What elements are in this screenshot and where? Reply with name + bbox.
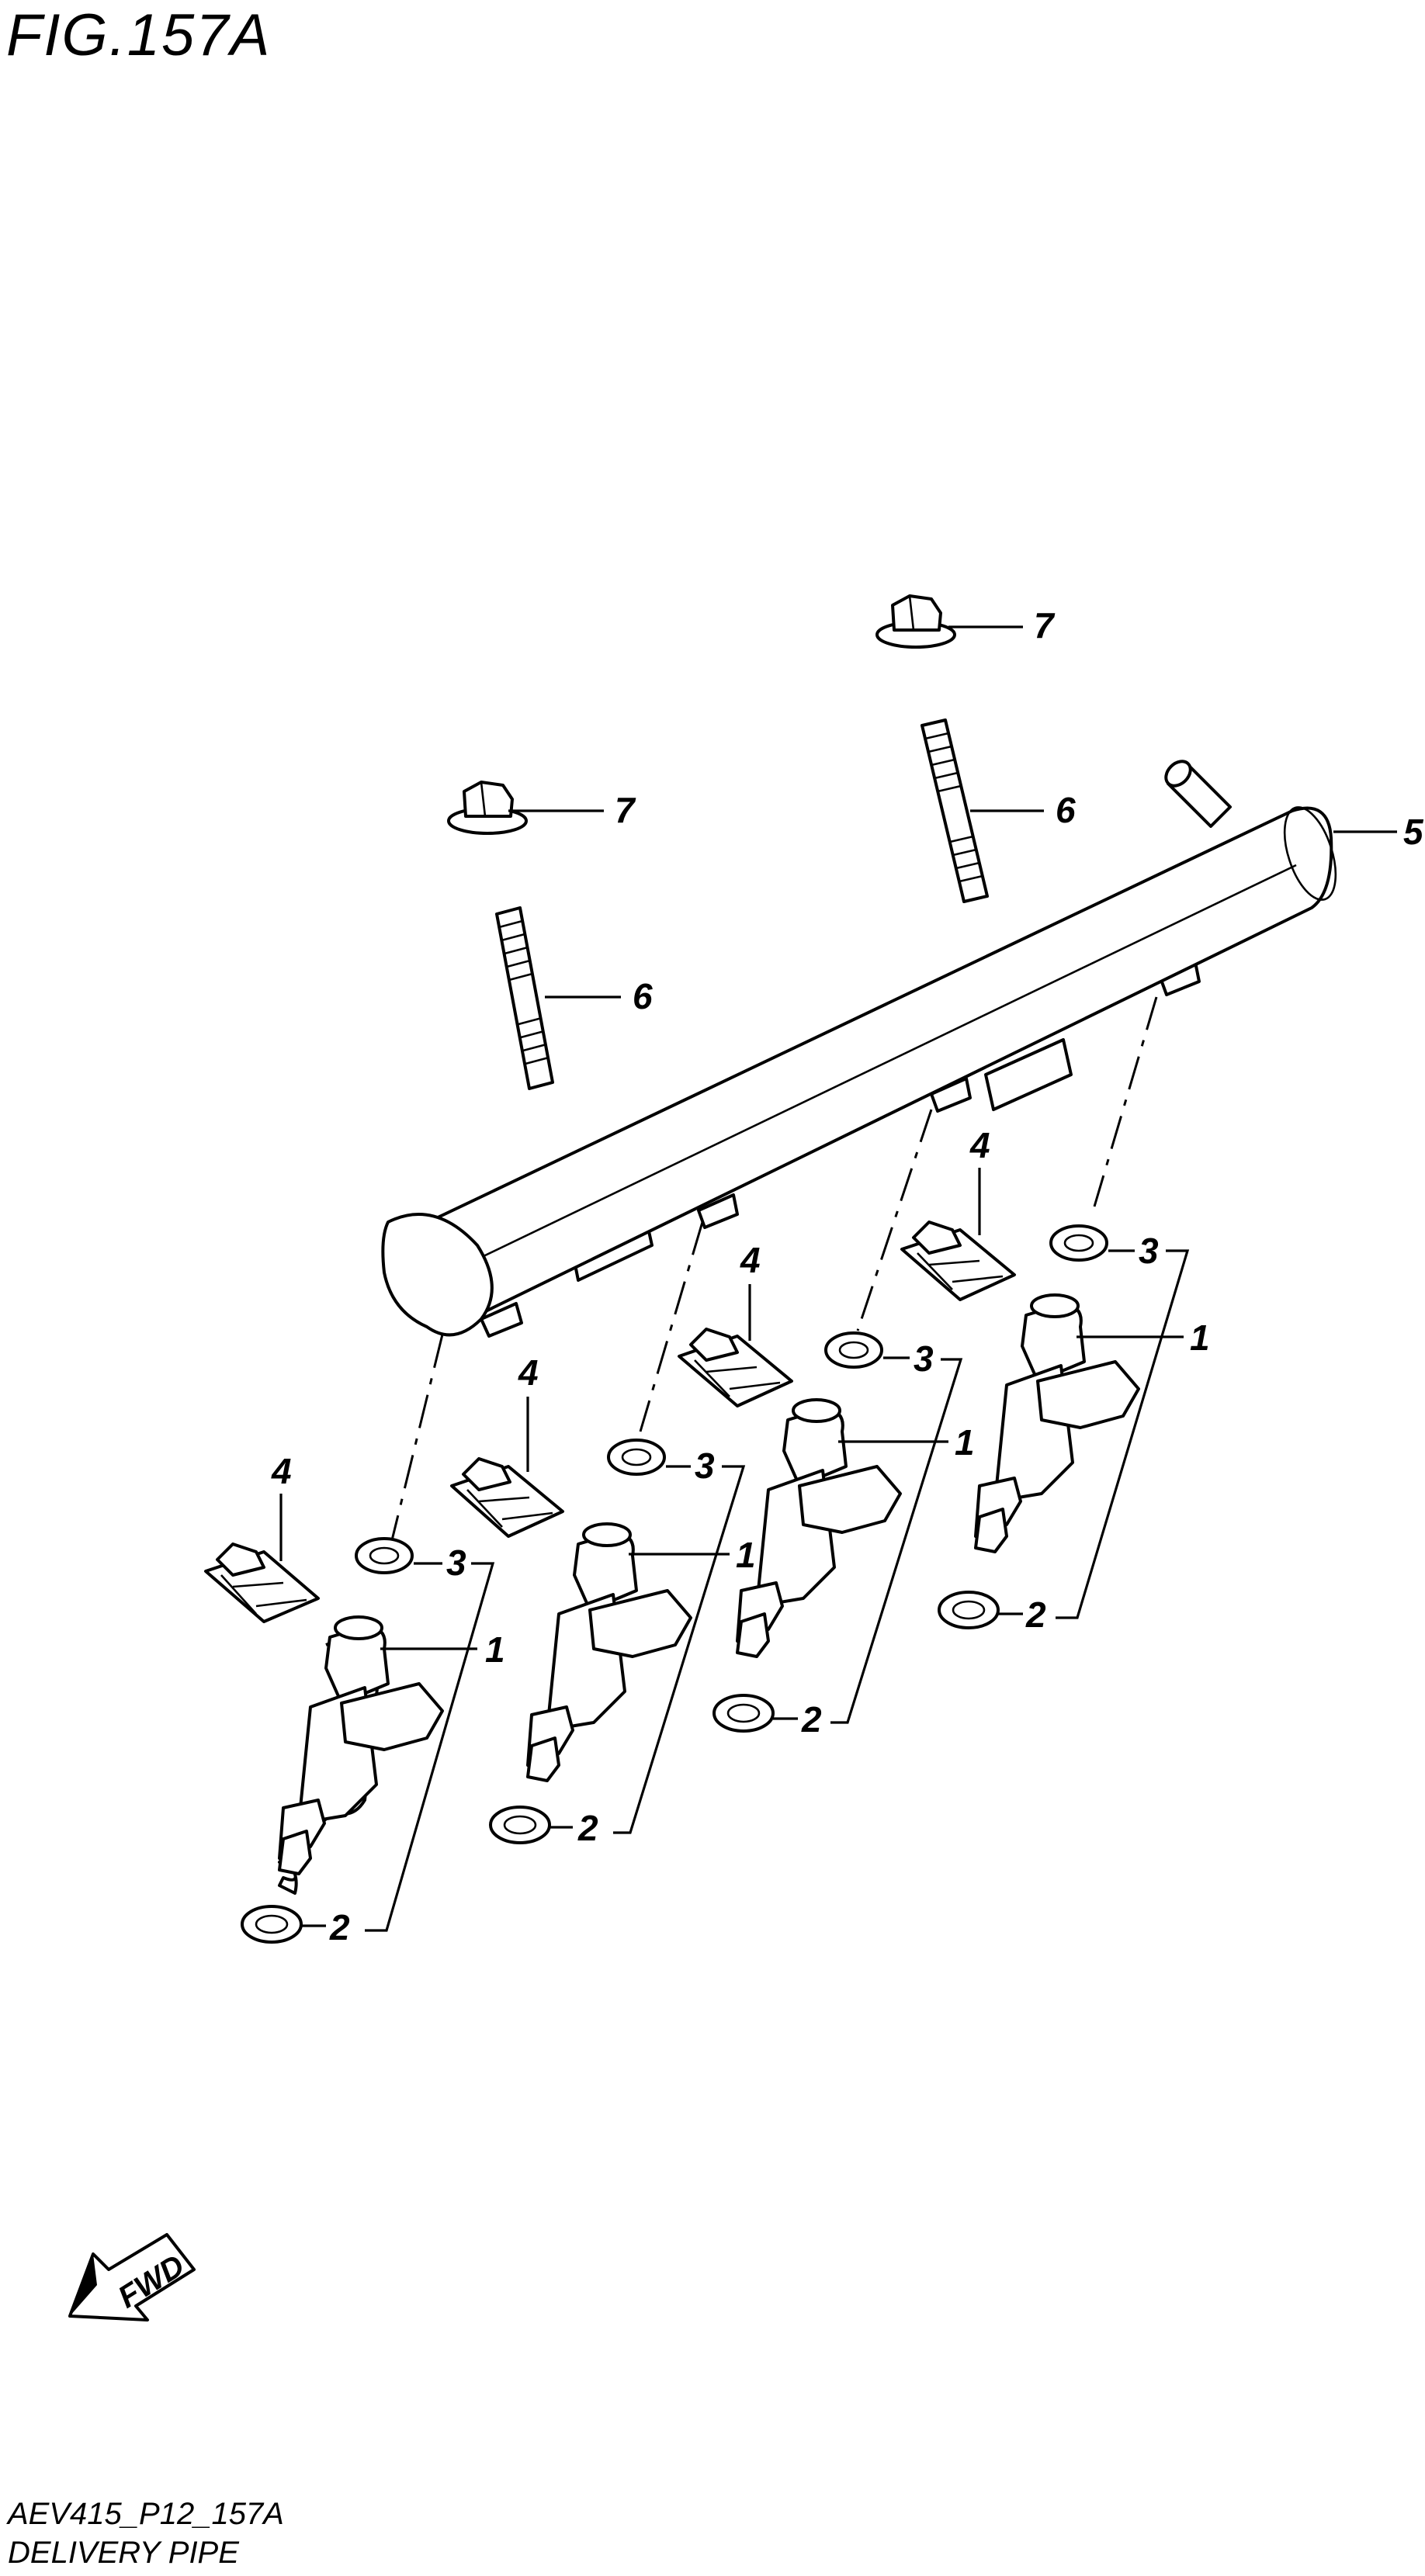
callout-3-a: 3 bbox=[446, 1542, 466, 1583]
diagram-code: AEV415_P12_157A bbox=[8, 2497, 284, 2531]
leader-lines bbox=[279, 625, 1397, 1932]
callout-3-c: 3 bbox=[914, 1338, 934, 1379]
callout-1-a: 1 bbox=[485, 1629, 505, 1670]
callout-1-b: 1 bbox=[736, 1535, 756, 1575]
forward-direction-arrow: FWD bbox=[68, 2233, 196, 2322]
callout-1-d: 1 bbox=[1190, 1317, 1210, 1358]
stud-bolt-left bbox=[495, 906, 554, 1090]
delivery-pipe bbox=[381, 760, 1337, 1338]
callout-4-a: 4 bbox=[271, 1451, 292, 1491]
callout-3-b: 3 bbox=[695, 1446, 715, 1486]
diagram-name: DELIVERY PIPE bbox=[8, 2536, 239, 2570]
o-ring-lower-2 bbox=[489, 1806, 551, 1844]
callout-2-a: 2 bbox=[329, 1907, 350, 1948]
injector-clip-3 bbox=[678, 1328, 793, 1407]
fuel-injector-2 bbox=[526, 1522, 692, 1782]
figure-title: FIG.157A bbox=[6, 2, 272, 68]
callout-4-d: 4 bbox=[969, 1125, 990, 1165]
callout-6-right: 6 bbox=[1056, 790, 1076, 830]
callout-7-right: 7 bbox=[1034, 605, 1056, 646]
o-ring-upper-3 bbox=[824, 1331, 883, 1369]
callout-2-d: 2 bbox=[1025, 1594, 1046, 1635]
o-ring-upper-2 bbox=[607, 1439, 666, 1476]
injector-clip-1 bbox=[204, 1542, 320, 1623]
flange-nut-right bbox=[875, 594, 956, 649]
o-ring-lower-1 bbox=[241, 1905, 303, 1944]
fuel-injector-4 bbox=[974, 1293, 1140, 1553]
o-ring-upper-4 bbox=[1049, 1224, 1108, 1262]
flange-nut-left bbox=[447, 781, 528, 835]
callout-4-c: 4 bbox=[740, 1240, 761, 1280]
fuel-injector-1 bbox=[278, 1615, 444, 1895]
callout-2-c: 2 bbox=[801, 1699, 822, 1740]
callout-6-left: 6 bbox=[633, 976, 653, 1016]
injector-clip-2 bbox=[450, 1457, 564, 1538]
callout-5: 5 bbox=[1403, 812, 1424, 852]
injector-clip-4 bbox=[900, 1220, 1016, 1301]
callout-2-b: 2 bbox=[577, 1808, 598, 1848]
callout-7-left: 7 bbox=[615, 790, 636, 830]
callout-4-b: 4 bbox=[518, 1352, 539, 1393]
o-ring-lower-3 bbox=[712, 1694, 775, 1733]
callout-3-d: 3 bbox=[1139, 1231, 1159, 1271]
o-ring-upper-1 bbox=[355, 1537, 414, 1574]
assembly-center-lines bbox=[390, 996, 1158, 1541]
o-ring-lower-4 bbox=[938, 1591, 1000, 1629]
callout-1-c: 1 bbox=[955, 1422, 975, 1463]
fuel-injector-3 bbox=[736, 1398, 902, 1658]
stud-bolt-right bbox=[921, 718, 989, 903]
